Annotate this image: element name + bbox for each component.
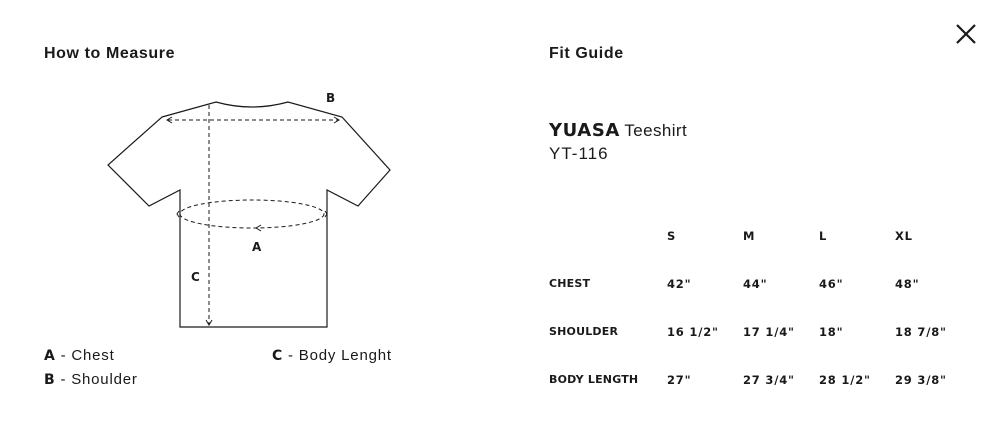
- size-header-m: M: [743, 229, 756, 243]
- legend-item-body-length: C - Body Lenght: [272, 347, 392, 364]
- table-cell: 17 1/4": [743, 325, 795, 339]
- table-cell: 27 3/4": [743, 373, 795, 387]
- size-header-s: S: [667, 229, 677, 243]
- fit-guide-title: Fit Guide: [549, 45, 624, 62]
- product-info: YUASA Teeshirt YT-116: [549, 120, 687, 164]
- table-cell: 18": [819, 325, 844, 339]
- tshirt-measure-diagram: B A C: [107, 91, 391, 328]
- product-sku: YT-116: [549, 144, 609, 163]
- size-header-l: L: [819, 229, 828, 243]
- close-icon: [956, 24, 976, 44]
- diagram-label-a: A: [252, 240, 262, 254]
- product-brand: YUASA: [549, 120, 620, 141]
- table-cell: 28 1/2": [819, 373, 871, 387]
- table-cell: 29 3/8": [895, 373, 947, 387]
- how-to-measure-title: How to Measure: [44, 45, 176, 62]
- row-label-chest: CHEST: [549, 277, 591, 290]
- table-cell: 48": [895, 277, 920, 291]
- table-cell: 16 1/2": [667, 325, 719, 339]
- table-cell: 18 7/8": [895, 325, 947, 339]
- row-label-shoulder: SHOULDER: [549, 325, 619, 338]
- size-header-xl: XL: [895, 229, 913, 243]
- legend-item-chest: A - Chest: [44, 347, 115, 364]
- table-cell: 44": [743, 277, 768, 291]
- table-cell: 27": [667, 373, 692, 387]
- row-label-body-length: BODY LENGTH: [549, 373, 639, 386]
- close-button[interactable]: [952, 20, 980, 48]
- diagram-label-c: C: [191, 270, 200, 284]
- product-type: Teeshirt: [624, 121, 688, 140]
- diagram-label-b: B: [326, 91, 335, 105]
- tshirt-outline: [107, 101, 391, 328]
- table-cell: 42": [667, 277, 692, 291]
- legend-item-shoulder: B - Shoulder: [44, 371, 138, 388]
- table-cell: 46": [819, 277, 844, 291]
